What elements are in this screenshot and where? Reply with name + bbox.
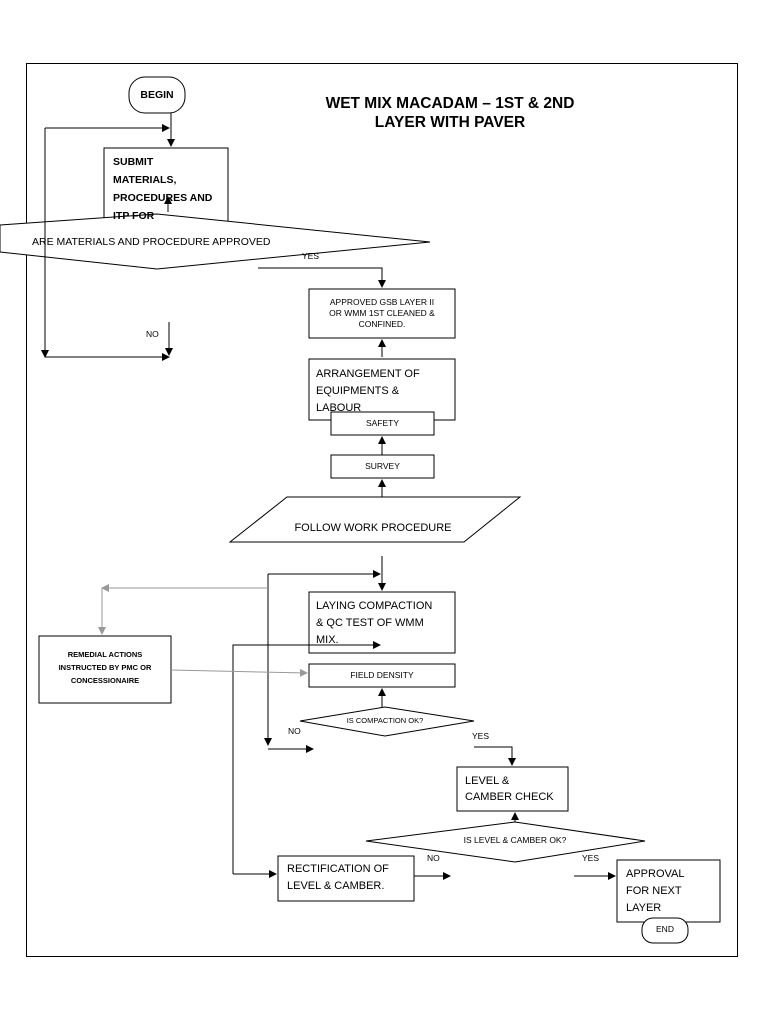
level-camber-decision	[365, 821, 646, 863]
field-density-box	[308, 663, 456, 688]
survey-label: SURVEY	[365, 461, 400, 471]
remedial-box	[38, 635, 172, 704]
follow-procedure-parallelogram	[228, 496, 522, 543]
field-density-label: FIELD DENSITY	[350, 670, 414, 680]
safety-box	[330, 411, 435, 436]
title-line-1: WET MIX MACADAM – 1ST & 2ND	[325, 95, 575, 112]
arrow-yes-to-level-check	[474, 746, 516, 766]
approval-box	[616, 859, 721, 923]
arrow-rect-loop-to-laying	[232, 641, 381, 874]
level-camber-box	[456, 766, 569, 812]
title-line-2: LAYER WITH PAVER	[374, 114, 526, 131]
follow-procedure-label: FOLLOW WORK PROCEDURE	[294, 522, 452, 534]
level-camber-check-label: LEVEL & CAMBER CHECK	[465, 775, 554, 803]
submit-label: SUBMIT MATERIALS, PROCEDURES AND ITP FOR	[113, 156, 213, 222]
begin-label: BEGIN	[140, 89, 174, 101]
yes-level-label: YES	[582, 853, 600, 863]
approval-label: APPROVAL FOR NEXT LAYER	[626, 868, 685, 914]
gsb-layer-box	[308, 288, 456, 339]
arrangement-box	[308, 358, 456, 421]
arrow-remedial-to-field-density	[170, 668, 308, 677]
rectification-label: RECTIFICATION OF LEVEL & CAMBER.	[287, 863, 389, 892]
diagram-frame	[26, 63, 738, 957]
yes-compaction-label: YES	[472, 731, 490, 741]
remedial-label: REMEDIAL ACTIONS INSTRUCTED BY PMC OR CO…	[58, 650, 152, 685]
laying-label: LAYING COMPACTION & QC TEST OF WMM MIX.	[316, 600, 433, 646]
safety-label: SAFETY	[365, 418, 400, 428]
yes-approved-label: YES	[302, 251, 320, 261]
no-level-label: NO	[427, 853, 440, 863]
arrow-yes-to-gsb	[258, 267, 386, 288]
approved-question-label: ARE MATERIALS AND PROCEDURE APPROVED	[32, 236, 271, 248]
no-compaction-label: NO	[288, 726, 301, 736]
no-approved-label: NO	[146, 329, 159, 339]
arrangement-label: ARRANGEMENT OF EQUIPMENTS & LABOUR	[316, 368, 420, 412]
end-terminator	[641, 917, 689, 944]
level-camber-question-label: IS LEVEL & CAMBER OK?	[463, 835, 567, 845]
begin-terminator	[128, 76, 186, 114]
end-label: END	[656, 924, 674, 934]
compaction-decision	[299, 706, 475, 737]
gsb-layer-label: APPROVED GSB LAYER II OR WMM 1ST CLEANED…	[329, 297, 435, 329]
rectification-box	[277, 855, 415, 902]
compaction-question-label: IS COMPACTION OK?	[346, 716, 424, 725]
chart-title: WET MIX MACADAM – 1ST & 2ND LAYER WITH P…	[280, 94, 620, 132]
laying-box	[308, 591, 456, 654]
approved-decision	[0, 213, 431, 270]
